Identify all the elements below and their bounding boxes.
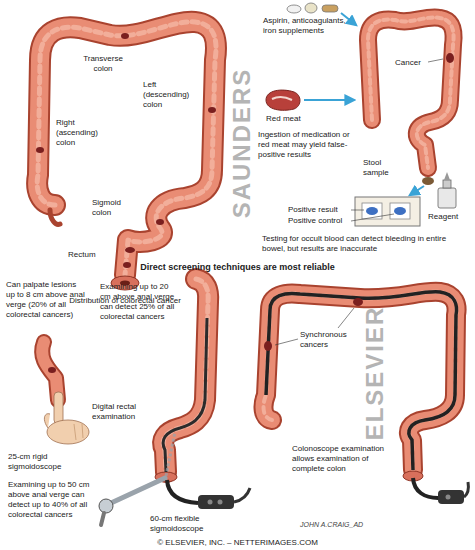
anatomy-label: Rectum <box>68 250 108 260</box>
callout-label: Stool sample <box>363 158 407 178</box>
callout-label: Positive result <box>288 205 350 215</box>
note-label: Testing for occult blood can detect blee… <box>262 234 454 254</box>
note-label: Red meat <box>266 114 316 124</box>
callout-label: Digital rectal examination <box>92 402 148 422</box>
watermark: SAUNDERS <box>227 43 257 243</box>
copyright: © ELSEVIER, INC. – NETTERIMAGES.COM <box>100 538 375 548</box>
callout-label: Positive control <box>288 216 350 226</box>
callout-label: 25-cm rigid sigmoidoscope <box>8 452 70 472</box>
anatomy-label: Right (ascending) colon <box>56 118 114 148</box>
note-label: Examining up to 20 cm above anal verge c… <box>100 282 180 322</box>
callout-label: Cancer <box>395 58 427 68</box>
anatomy-label: Left (descending) colon <box>143 80 199 110</box>
note-label: Examining up to 50 cm above anal verge c… <box>8 480 92 520</box>
note-label: Ingestion of medication or red meat may … <box>258 130 356 160</box>
note-label: Aspirin, anticoagulants, iron supplement… <box>263 16 351 36</box>
callout-label: Synchronous cancers <box>300 330 358 350</box>
signature: JOHN A.CRAIG_AD <box>300 520 390 529</box>
callout-label: Reagent <box>428 212 470 222</box>
anatomy-label: Transverse colon <box>78 54 128 74</box>
watermark: ELSEVIER <box>360 273 390 473</box>
note-label: Colonoscope examination allows examinati… <box>292 444 392 474</box>
note-label: Can palpate lesions up to 8 cm above ana… <box>6 280 86 320</box>
callout-label: 60-cm flexible sigmoidoscope <box>150 514 230 534</box>
section-heading: Direct screening techniques are most rel… <box>90 262 385 273</box>
anatomy-label: Sigmoid colon <box>92 198 136 218</box>
